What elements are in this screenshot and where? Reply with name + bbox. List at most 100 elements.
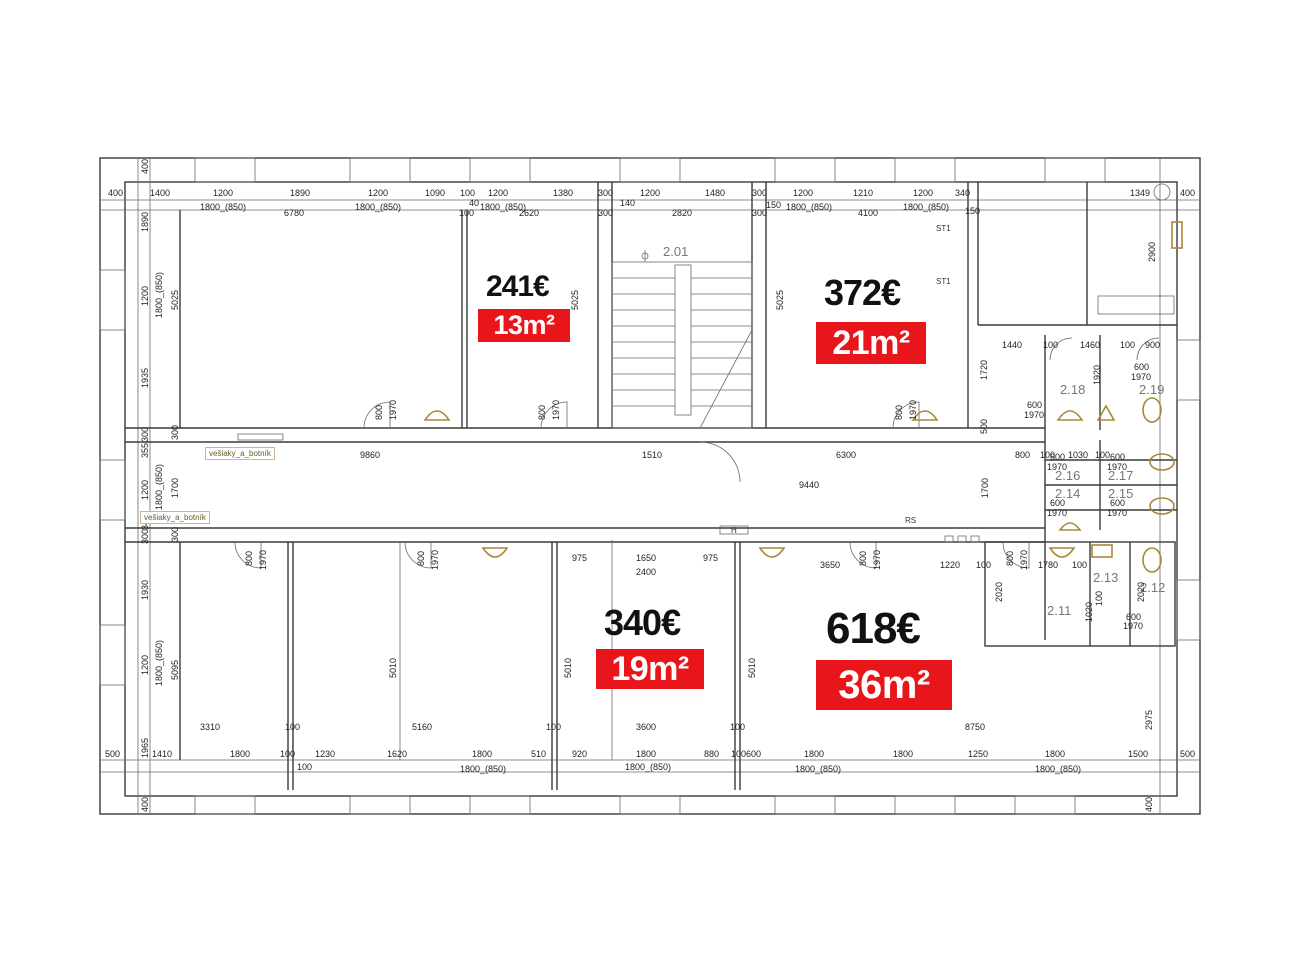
dim: 1970 [872, 550, 882, 570]
dim: 150 [766, 200, 781, 210]
dim: 1780 [1038, 560, 1058, 570]
dim: 500 [979, 419, 989, 434]
dim: 1200 [488, 188, 508, 198]
dim: 100 [459, 208, 474, 218]
area-badge: 19m² [596, 649, 704, 689]
dim: 1970 [1107, 508, 1127, 518]
dim: 510 [531, 749, 546, 759]
dim: 1700 [170, 478, 180, 498]
dimensions-left: 400 1890 1200 1800_(850) 5025 1935 300 3… [140, 159, 180, 812]
dim: 2900 [1147, 242, 1157, 262]
dim: 800 [1015, 450, 1030, 460]
dim: 400 [140, 797, 150, 812]
dim: 1890 [140, 212, 150, 232]
dim: 600 [1126, 612, 1141, 622]
area-badge: 36m² [816, 660, 952, 710]
dim: 400 [1144, 797, 1154, 812]
dim: 500 [105, 749, 120, 759]
room-number-215: 2.15 [1108, 486, 1133, 501]
dim: 400 [1180, 188, 1195, 198]
dim: 100 [546, 722, 561, 732]
dim: 9440 [799, 480, 819, 490]
dim: 1200 [140, 655, 150, 675]
dim: 1200 [793, 188, 813, 198]
windows [99, 157, 1201, 815]
dim: 1090 [425, 188, 445, 198]
dim: 5010 [388, 658, 398, 678]
dim: 1800 [472, 749, 492, 759]
room-numbers: 2.01 2.18 2.19 2.16 2.17 2.14 2.15 2.13 … [663, 244, 1165, 618]
dim: 880 [704, 749, 719, 759]
dim: 800 [416, 551, 426, 566]
dim: 1800 [1045, 749, 1065, 759]
h-label: H [731, 526, 737, 535]
dim: 1800_(850) [154, 272, 164, 318]
dim: 920 [572, 749, 587, 759]
room-number-219: 2.19 [1139, 382, 1164, 397]
room-number-212: 2.12 [1140, 580, 1165, 595]
dim: 1020 [1084, 602, 1094, 622]
dim: 3600 [636, 722, 656, 732]
dim: 1380 [553, 188, 573, 198]
hanger-label: vešiaky_a_botník [140, 511, 210, 524]
dim: 975 [703, 553, 718, 563]
dim: 1970 [1024, 410, 1044, 420]
dim: 1970 [1047, 462, 1067, 472]
dim: 1230 [315, 749, 335, 759]
dim: 1970 [258, 550, 268, 570]
dim: 900 [1145, 340, 1160, 350]
dim: 300 [140, 427, 150, 442]
dim: 1800_(850) [480, 202, 526, 212]
dim: 5025 [775, 290, 785, 310]
dim: 100 [460, 188, 475, 198]
dim: 1970 [551, 400, 561, 420]
dim: 1970 [1019, 550, 1029, 570]
doors [234, 337, 1160, 569]
dim: 150 [965, 206, 980, 216]
dim: 6780 [284, 208, 304, 218]
dim: 100 [280, 749, 295, 759]
dim: 355 [140, 443, 150, 458]
dim: 40 [469, 198, 479, 208]
dim: 1970 [1107, 462, 1127, 472]
dim: 3650 [820, 560, 840, 570]
dim: 100 [1040, 450, 1055, 460]
room-number-213: 2.13 [1093, 570, 1118, 585]
room-number-217: 2.17 [1108, 468, 1133, 483]
dim: 1800_(850) [460, 764, 506, 774]
rs-label: RS [905, 516, 916, 525]
dim: 800 [374, 405, 384, 420]
dimensions-bottom: 500 1410 1800 100 1230 1620 1800 510 920… [105, 749, 1195, 774]
dim: 300 [752, 188, 767, 198]
dim: 8750 [965, 722, 985, 732]
dim: 1200 [140, 480, 150, 500]
dim: 1930 [140, 580, 150, 600]
dim: 100 [731, 749, 746, 759]
dim: 800 [1005, 551, 1015, 566]
dim: 140 [620, 198, 635, 208]
dim: 975 [572, 553, 587, 563]
room-number-218: 2.18 [1060, 382, 1085, 397]
dimensions-top: 400 1400 1200 1890 1200 1090 100 1200 13… [108, 188, 1195, 218]
dim: 1200 [368, 188, 388, 198]
dim: 100 [1043, 340, 1058, 350]
dim: 500 [1180, 749, 1195, 759]
dim: 4100 [858, 208, 878, 218]
dimensions-wc: 1440 100 1460 100 900 600 1970 600 1970 … [1002, 340, 1160, 631]
dim: 300 [598, 208, 613, 218]
dim: 100 [976, 560, 991, 570]
room-number-211: 2.11 [1047, 603, 1071, 618]
dim: 300 [140, 529, 150, 544]
price-label: 372€ [824, 272, 901, 313]
dim: 2975 [1144, 710, 1154, 730]
dim: 2820 [672, 208, 692, 218]
dim: 1800 [636, 749, 656, 759]
dim: 600 [746, 749, 761, 759]
dim: 1440 [1002, 340, 1022, 350]
price-label: 241€ [486, 270, 550, 303]
dim: 600 [1050, 498, 1065, 508]
dim: 1800_(850) [903, 202, 949, 212]
dim: 2020 [994, 582, 1004, 602]
dim: 100 [297, 762, 312, 772]
dim: 1349 [1130, 188, 1150, 198]
